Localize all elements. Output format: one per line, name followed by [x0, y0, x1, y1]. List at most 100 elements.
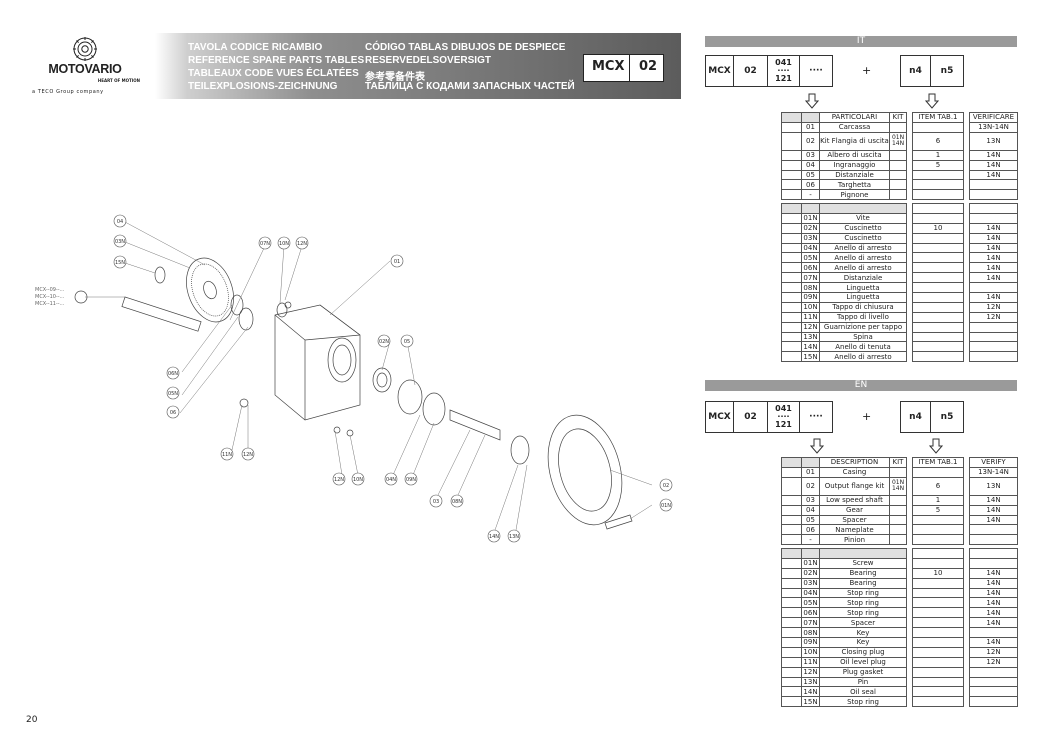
blank-cell	[781, 666, 802, 678]
callout-bubble: 03N	[113, 234, 127, 248]
callout-circle	[277, 236, 291, 250]
blank-cell	[781, 272, 802, 284]
part-name: Tappo di chiusura	[819, 301, 907, 313]
kit-cell: 01N 14N	[889, 131, 907, 151]
lang-bar-it: IT	[705, 36, 1017, 47]
callout-circle	[166, 366, 180, 380]
verify-cell	[969, 627, 1018, 639]
title-line: TEILEXPLOSIONS-ZEICHNUNG	[188, 81, 338, 92]
part-number: 08N	[801, 282, 820, 294]
verify-cell: 14N	[969, 252, 1018, 264]
plug-shape	[239, 398, 249, 408]
verify-cell	[969, 696, 1018, 708]
verify-cell: 13N-14N	[969, 121, 1018, 133]
part-name: Key	[819, 637, 907, 648]
blank-cell	[781, 242, 802, 254]
item-cell: 10	[912, 222, 964, 234]
part-number: 07N	[801, 272, 820, 284]
blank-cell	[781, 169, 802, 181]
item-cell: 5	[912, 159, 964, 171]
part-number: 04	[801, 504, 820, 516]
title-line: REFERENCE SPARE PARTS TABLES	[188, 55, 365, 66]
verify-cell: 14N	[969, 272, 1018, 284]
item-cell	[912, 351, 964, 363]
callout-label: 09N	[406, 477, 416, 483]
header-cell	[801, 203, 820, 214]
part-name: Key	[819, 627, 907, 639]
title-line: TABLEAUX CODE VUES ÉCLATÉES	[188, 68, 359, 79]
verify-cell	[969, 524, 1018, 536]
verify-cell: 12N	[969, 646, 1018, 658]
header-cell	[819, 548, 907, 559]
callout-label: 02N	[379, 339, 389, 345]
blank-cell	[781, 121, 802, 133]
callout-label: 03N	[115, 239, 125, 245]
item-cell	[912, 557, 964, 569]
callout-label: 01	[394, 259, 400, 265]
part-number: 04N	[801, 587, 820, 599]
item-cell	[912, 524, 964, 536]
gear-shape	[186, 257, 234, 323]
header-cell	[801, 548, 820, 559]
item-cell	[912, 646, 964, 658]
ring-shape	[276, 302, 288, 318]
callout-bubble: 06	[166, 405, 180, 419]
verify-cell: 13N-14N	[969, 466, 1018, 478]
part-number: 05	[801, 514, 820, 526]
item-cell: 5	[912, 504, 964, 516]
seal-shape	[510, 435, 530, 465]
blank-cell	[781, 514, 802, 526]
verify-cell: 14N	[969, 232, 1018, 244]
verify-cell	[969, 666, 1018, 678]
flange-inner-shape	[558, 428, 612, 512]
callout-label: 07N	[260, 241, 270, 247]
part-name: Anello di arresto	[819, 242, 907, 254]
header-part: PARTICOLARI	[819, 112, 890, 123]
item-cell	[912, 666, 964, 678]
part-number: 09N	[801, 637, 820, 648]
kit-cell	[889, 159, 907, 171]
part-name: Tappo di livello	[819, 311, 907, 323]
callout-label: 06N	[168, 371, 178, 377]
header-cell	[912, 548, 964, 559]
callout-label: 06	[170, 410, 176, 416]
callout-circle	[429, 494, 443, 508]
part-name: Bearing	[819, 567, 907, 579]
part-number: 01	[801, 466, 820, 478]
down-arrow-icon	[925, 93, 939, 109]
part-number: 07N	[801, 617, 820, 629]
blank-cell	[781, 627, 802, 639]
flange-shape	[547, 414, 623, 526]
part-number: 12N	[801, 321, 820, 333]
ring-shape	[238, 307, 254, 331]
verify-cell	[969, 676, 1018, 688]
part-number: 12N	[801, 666, 820, 678]
part-name: Pinion	[819, 534, 890, 546]
header-cell	[819, 203, 907, 214]
logo-wordmark: MOTOVARIO	[48, 62, 122, 76]
item-cell	[912, 189, 964, 201]
item-cell	[912, 466, 964, 478]
verify-cell: 14N	[969, 504, 1018, 516]
item-cell	[912, 676, 964, 688]
table-row: -Pinion	[781, 534, 1018, 546]
part-number: 05N	[801, 252, 820, 264]
callout-circle	[113, 234, 127, 248]
callout-bubble: 07N	[258, 236, 272, 250]
blank-cell	[781, 494, 802, 506]
logo-company: a TECO Group company	[32, 89, 104, 95]
part-number: 06	[801, 179, 820, 191]
